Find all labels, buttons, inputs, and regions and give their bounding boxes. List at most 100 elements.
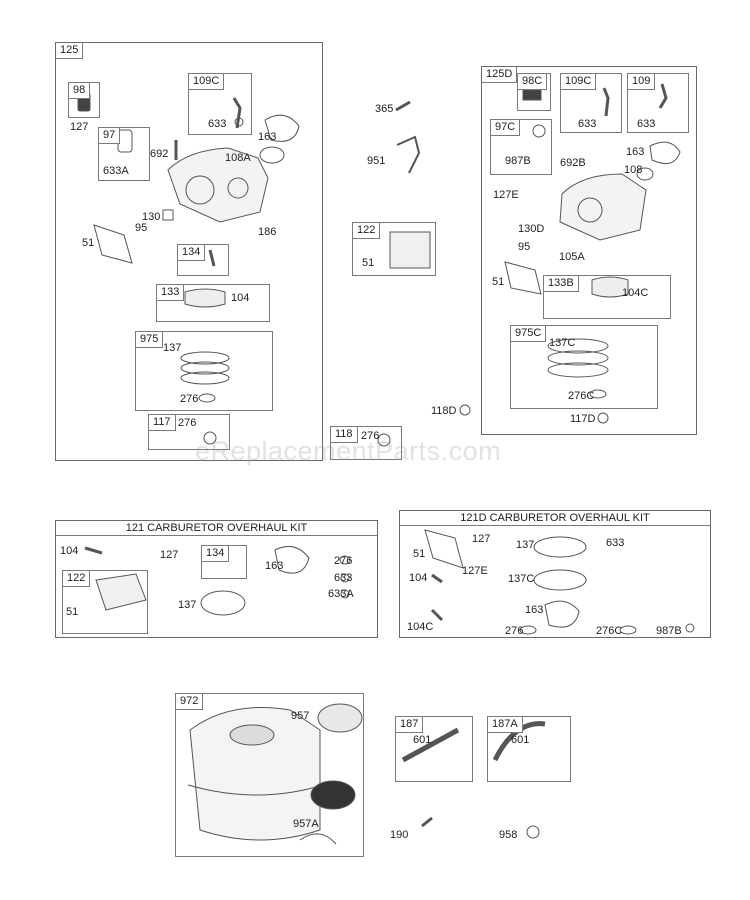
kit-callout-276[interactable]: 276 xyxy=(334,555,353,567)
callout-51-b[interactable]: 51 xyxy=(362,257,375,269)
callout-957[interactable]: 957 xyxy=(291,710,310,722)
callout-987b[interactable]: 987B xyxy=(505,155,531,167)
part-box-134[interactable]: 134 xyxy=(177,244,229,276)
part-box-122-kit[interactable]: 122 xyxy=(62,570,148,634)
kit-d-callout-633[interactable]: 633 xyxy=(606,537,625,549)
bowl-gasket-137-drawing xyxy=(180,371,230,385)
callout-104c[interactable]: 104C xyxy=(622,287,649,299)
callout-186[interactable]: 186 xyxy=(258,226,277,238)
part-box-133[interactable]: 133 xyxy=(156,284,270,322)
callout-365[interactable]: 365 xyxy=(375,103,394,115)
callout-95-d[interactable]: 95 xyxy=(518,241,531,253)
bowl-nut-117-drawing xyxy=(203,431,217,445)
gasket-163-drawing xyxy=(264,114,300,142)
kit-d-callout-987b[interactable]: 987B xyxy=(656,625,682,637)
float-133-drawing xyxy=(184,288,226,308)
kit-d-callout-51[interactable]: 51 xyxy=(413,548,426,560)
callout-127e[interactable]: 127E xyxy=(493,189,519,201)
kit-callout-163[interactable]: 163 xyxy=(265,560,284,572)
kit-d-callout-104[interactable]: 104 xyxy=(409,572,428,584)
callout-104[interactable]: 104 xyxy=(231,292,250,304)
part-box-134-kit[interactable]: 134 xyxy=(201,545,247,579)
callout-108[interactable]: 108 xyxy=(624,164,643,176)
callout-633-d[interactable]: 633 xyxy=(578,118,597,130)
part-box-187a[interactable]: 187A xyxy=(487,716,571,782)
callout-105a[interactable]: 105A xyxy=(559,251,585,263)
kit-d-callout-127e[interactable]: 127E xyxy=(462,565,488,577)
callout-692b[interactable]: 692B xyxy=(560,157,586,169)
screw-365-drawing xyxy=(395,100,411,112)
callout-276[interactable]: 276 xyxy=(180,393,199,405)
callout-137c[interactable]: 137C xyxy=(549,337,576,349)
part-box-122[interactable]: 122 xyxy=(352,222,436,276)
callout-51[interactable]: 51 xyxy=(82,237,95,249)
part-box-118[interactable]: 118 xyxy=(330,426,402,460)
kit-callout-127[interactable]: 127 xyxy=(160,549,179,561)
part-box-109c-d[interactable]: 109C xyxy=(560,73,622,133)
kit-d-callout-137c[interactable]: 137C xyxy=(508,573,535,585)
screw-109c-drawing xyxy=(232,97,242,129)
callout-276c[interactable]: 276C xyxy=(568,390,595,402)
kit-d-callout-104c[interactable]: 104C xyxy=(407,621,434,633)
kit-d-callout-276[interactable]: 276 xyxy=(505,625,524,637)
spring-951-drawing xyxy=(396,135,421,174)
kit-callout-104[interactable]: 104 xyxy=(60,545,79,557)
callout-130d[interactable]: 130D xyxy=(518,223,545,235)
part-box-98c[interactable]: 98C xyxy=(517,73,551,111)
kit-d-callout-137[interactable]: 137 xyxy=(516,539,535,551)
callout-51-d[interactable]: 51 xyxy=(492,276,505,288)
watermark: eReplacementParts.com xyxy=(195,436,502,466)
callout-190[interactable]: 190 xyxy=(390,829,409,841)
part-box-972[interactable]: 972 xyxy=(175,693,364,857)
callout-117d[interactable]: 117D xyxy=(570,413,596,425)
plug-130-drawing xyxy=(162,209,174,221)
panel-tag: 125 xyxy=(56,43,84,59)
callout-601[interactable]: 601 xyxy=(413,734,432,746)
nut-118-drawing xyxy=(377,433,391,447)
part-box-97[interactable]: 97 xyxy=(98,127,150,181)
kit-d-callout-163[interactable]: 163 xyxy=(525,604,544,616)
carburetor-125-panel: 125 xyxy=(55,42,323,461)
callout-276-b[interactable]: 276 xyxy=(178,417,197,429)
callout-692[interactable]: 692 xyxy=(150,148,169,160)
callout-130[interactable]: 130 xyxy=(142,211,161,223)
fuel-tank-drawing xyxy=(189,707,321,841)
part-box-109c[interactable]: 109C xyxy=(188,73,252,135)
callout-633a[interactable]: 633A xyxy=(103,165,129,177)
part-box-109[interactable]: 109 xyxy=(627,73,689,133)
callout-633[interactable]: 633 xyxy=(208,118,227,130)
callout-958[interactable]: 958 xyxy=(499,829,518,841)
callout-95[interactable]: 95 xyxy=(135,222,148,234)
fuel-line-187-drawing xyxy=(401,727,460,763)
screw-98c-drawing xyxy=(522,89,542,101)
carburetor-125d-panel: 125D xyxy=(481,66,697,435)
part-box-187[interactable]: 187 xyxy=(395,716,473,782)
callout-601-b[interactable]: 601 xyxy=(511,734,530,746)
callout-163[interactable]: 163 xyxy=(258,131,277,143)
kit-callout-51[interactable]: 51 xyxy=(66,606,79,618)
carburetor-body-d-drawing xyxy=(559,173,647,241)
kit-d-callout-127[interactable]: 127 xyxy=(472,533,491,545)
callout-163-d[interactable]: 163 xyxy=(626,146,645,158)
kit-121-panel: 121 CARBURETOR OVERHAUL KIT xyxy=(55,520,378,638)
kit-callout-633a[interactable]: 633A xyxy=(328,588,354,600)
callout-951[interactable]: 951 xyxy=(367,155,386,167)
callout-276-c[interactable]: 276 xyxy=(361,430,380,442)
kit-d-callout-276c[interactable]: 276C xyxy=(596,625,623,637)
part-box-98[interactable]: 98 xyxy=(68,82,100,118)
callout-127[interactable]: 127 xyxy=(70,121,89,133)
part-box-133b[interactable]: 133B xyxy=(543,275,671,319)
callout-108a[interactable]: 108A xyxy=(225,152,251,164)
callout-137[interactable]: 137 xyxy=(163,342,182,354)
part-box-117[interactable]: 117 xyxy=(148,414,230,450)
callout-957a[interactable]: 957A xyxy=(293,818,319,830)
callout-118d[interactable]: 118D xyxy=(431,405,457,417)
part-box-97c[interactable]: 97C xyxy=(490,119,552,175)
callout-633-e[interactable]: 633 xyxy=(637,118,656,130)
part-box-975c[interactable]: 975C xyxy=(510,325,658,409)
carburetor-body-drawing xyxy=(167,147,269,223)
kit-callout-137[interactable]: 137 xyxy=(178,599,197,611)
part-box-975[interactable]: 975 xyxy=(135,331,273,411)
kit-callout-633[interactable]: 633 xyxy=(334,572,353,584)
